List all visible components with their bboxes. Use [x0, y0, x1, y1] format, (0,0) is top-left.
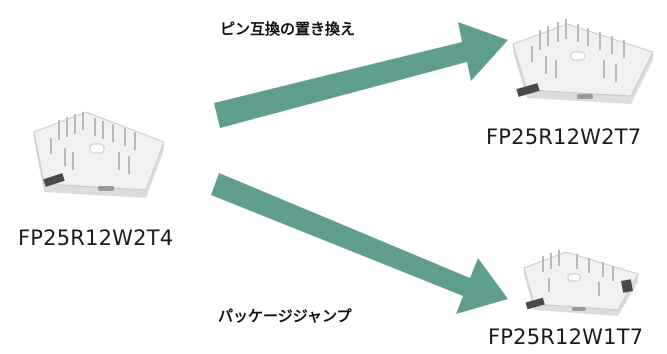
pin-compatible-caption: ピン互換の置き換え: [220, 20, 356, 38]
package-jump-arrow: [211, 173, 508, 314]
package-jump-module-label: FP25R12W1T7: [488, 325, 644, 349]
module-image-pin-compatible: [512, 19, 654, 104]
module-image-package-jump: [523, 250, 639, 316]
package-jump-caption: パッケージジャンプ: [218, 307, 352, 325]
module-image-source: [33, 111, 165, 198]
pin-compatible-module-label: FP25R12W2T7: [486, 125, 642, 149]
source-module-label: FP25R12W2T4: [18, 226, 174, 250]
pin-compatible-arrow: [214, 22, 508, 128]
